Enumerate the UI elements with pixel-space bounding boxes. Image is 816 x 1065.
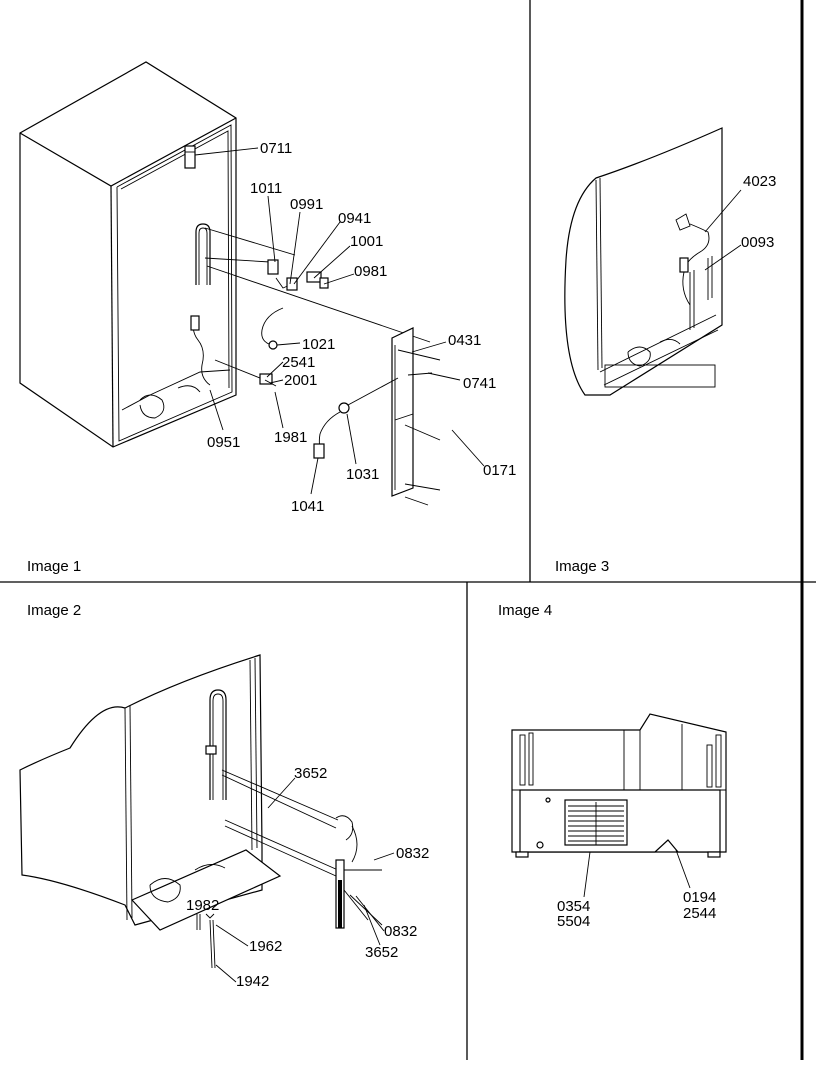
callout-label: 3652	[365, 944, 398, 961]
callout-label: 1942	[236, 973, 269, 990]
callout-label: 1982	[186, 897, 219, 914]
callout-label: 0171	[483, 462, 516, 479]
image2-caption: Image 2	[27, 602, 81, 619]
callout-label: 2544	[683, 905, 716, 922]
callout-label: 0832	[396, 845, 429, 862]
callout-label: 3652	[294, 765, 327, 782]
callout-label: 0354	[557, 898, 590, 915]
callout-label: 0093	[741, 234, 774, 251]
callout-label: 5504	[557, 913, 590, 930]
callout-label: 1031	[346, 466, 379, 483]
callout-label: 0991	[290, 196, 323, 213]
image2-drawing	[19, 654, 395, 983]
callout-label: 1011	[250, 180, 282, 197]
image1-caption: Image 1	[27, 558, 81, 575]
callout-label: 1041	[291, 498, 324, 515]
image4-caption: Image 4	[498, 602, 552, 619]
image3-callouts: 4023 0093	[741, 173, 776, 251]
callout-label: 0431	[448, 332, 481, 349]
callout-label: 0941	[338, 210, 371, 227]
callout-label: 1981	[274, 429, 307, 446]
callout-label: 0981	[354, 263, 387, 280]
image2-callouts: 3652 0832 1982 1962 0832 3652 1942	[186, 765, 429, 990]
callout-label: 0741	[463, 375, 496, 392]
callout-label: 1962	[249, 938, 282, 955]
callout-label: 0951	[207, 434, 240, 451]
callout-label: 1001	[350, 233, 383, 250]
callout-label: 2001	[284, 372, 317, 389]
image1-drawing	[19, 61, 485, 506]
louver-grille	[568, 802, 624, 845]
image3-drawing	[564, 127, 742, 396]
callout-label: 0194	[683, 889, 716, 906]
callout-label: 0832	[384, 923, 417, 940]
image1-callouts: 0711 1011 0991 0941 1001 0981 1021 2541 …	[207, 140, 516, 515]
callout-label: 4023	[743, 173, 776, 190]
callout-label: 2541	[282, 354, 315, 371]
callout-label: 0711	[260, 140, 292, 157]
image3-caption: Image 3	[555, 558, 609, 575]
image4-callouts: 0354 5504 0194 2544	[557, 889, 716, 930]
image4-drawing	[511, 713, 727, 898]
callout-label: 1021	[302, 336, 335, 353]
